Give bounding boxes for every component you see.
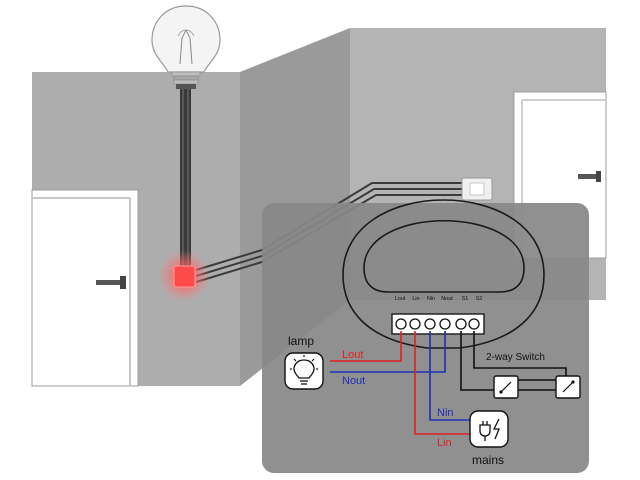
- terminal-nin: [424, 318, 436, 330]
- right-door-handle: [578, 174, 600, 179]
- wall-switch-icon: [461, 177, 493, 201]
- power-plug-icon: [469, 410, 509, 448]
- wire-s2: [473, 331, 567, 376]
- terminal-label-nout: Nout: [441, 296, 453, 302]
- terminal-label-lout: Lout: [395, 296, 406, 302]
- left-door-handle: [96, 280, 124, 285]
- floor: [32, 386, 262, 480]
- terminal-lin: [409, 318, 421, 330]
- ceiling-wire: [180, 88, 191, 273]
- lightbulb-illustration: [151, 5, 221, 89]
- lin-label: Lin: [437, 437, 452, 449]
- terminal-s1: [455, 318, 467, 330]
- switch-label: 2-way Switch: [486, 352, 545, 363]
- mains-label: mains: [472, 453, 504, 467]
- terminal-label-s2: S2: [476, 296, 483, 302]
- wires: [330, 331, 567, 435]
- lamp-label: lamp: [288, 334, 314, 348]
- lout-label: Lout: [342, 349, 363, 361]
- nout-label: Nout: [342, 375, 365, 387]
- module-window: [363, 220, 525, 293]
- lightbulb-icon: [284, 352, 324, 390]
- junction-box-glow: [158, 250, 210, 302]
- two-way-switch: [493, 375, 581, 399]
- nin-label: Nin: [437, 407, 454, 419]
- wire-s1: [460, 331, 494, 391]
- terminal-nout: [439, 318, 451, 330]
- terminal-s2: [468, 318, 480, 330]
- module-outline: [342, 199, 545, 349]
- terminal-label-s1: S1: [462, 296, 469, 302]
- wire-nout: [330, 331, 446, 373]
- wire-lout: [330, 331, 402, 362]
- left-door: [31, 189, 139, 387]
- terminal-lout: [395, 318, 407, 330]
- terminal-label-nin: Nin: [427, 296, 435, 302]
- wire-lin: [414, 331, 470, 435]
- smart-module: Lout Lin Nin Nout S1 S2: [342, 199, 545, 349]
- terminal-label-lin: Lin: [412, 296, 419, 302]
- wire-nin: [429, 331, 470, 421]
